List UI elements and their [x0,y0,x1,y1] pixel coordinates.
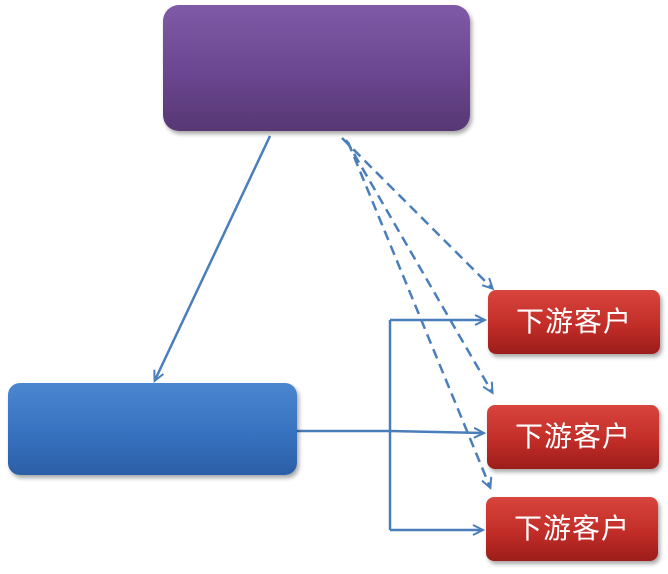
customer-label: 下游客户 [515,305,632,338]
dashed-arrow-top-to-customer-2 [344,139,494,395]
dashed-arrow-top-to-customer-1 [341,137,495,291]
dashed-arrow-top-to-customer-3 [346,141,493,490]
top-node [163,5,470,131]
downstream-customer-node: 下游客户 [486,497,658,561]
downstream-customer-node: 下游客户 [487,405,659,469]
arrow-top-to-middle [153,135,272,383]
customer-label: 下游客户 [513,512,630,545]
arrow-middle-to-customer-2 [389,426,487,439]
customer-label: 下游客户 [514,420,631,453]
downstream-customer-node: 下游客户 [488,290,660,354]
middle-node [8,383,297,475]
